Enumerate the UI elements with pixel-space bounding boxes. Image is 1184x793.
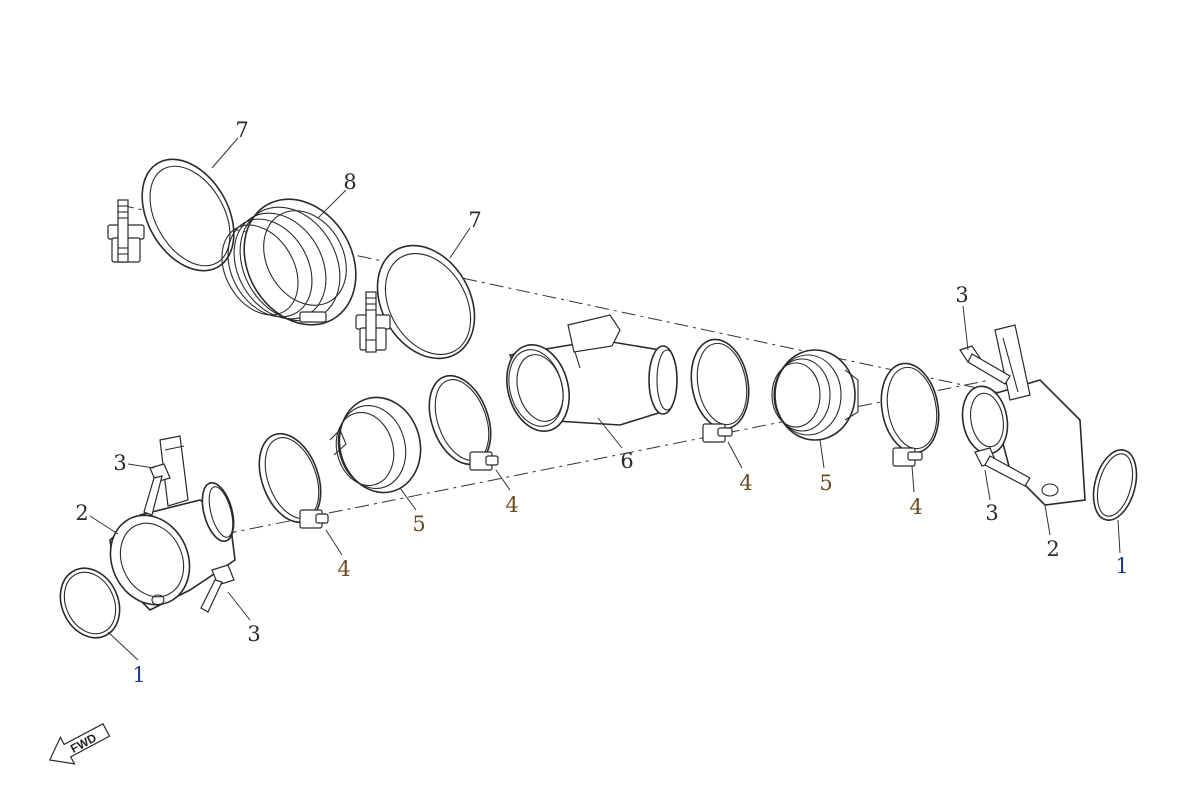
callout-8: 8 — [343, 170, 356, 194]
callout-6: 6 — [620, 449, 633, 473]
part-8-bellows-boot — [221, 198, 357, 326]
part-5-coupler-right — [771, 349, 859, 441]
callout-4-right-b: 4 — [909, 495, 922, 519]
part-2-intake-flange-left — [109, 435, 236, 611]
part-3-bolt-left-upper — [143, 463, 171, 516]
callout-4-right-a: 4 — [739, 471, 752, 495]
callout-5-left: 5 — [412, 512, 425, 536]
callout-3-left-lower: 3 — [247, 622, 260, 646]
part-4-clamp-left-b — [258, 432, 329, 529]
part-3-bolt-left-lower — [200, 564, 235, 613]
callout-3-left-upper: 3 — [113, 451, 126, 475]
callout-4-left-a: 4 — [505, 493, 518, 517]
part-6-intake-manifold — [506, 314, 678, 433]
callout-7-upper: 7 — [235, 118, 248, 142]
upper-axis-line — [119, 204, 1011, 396]
part-7-clamp-middle — [355, 244, 476, 360]
part-3-bolt-right-lower — [974, 447, 1031, 487]
part-4-clamp-left-a — [428, 374, 499, 471]
part-4-clamp-right-b — [880, 362, 940, 467]
part-7-clamp-upper-left — [107, 158, 235, 272]
part-1-gasket-left — [59, 567, 121, 639]
callout-2-right: 2 — [1046, 537, 1059, 561]
callout-4-left-b: 4 — [337, 557, 350, 581]
part-4-clamp-right-a — [690, 338, 750, 443]
callout-1-right: 1 — [1115, 554, 1128, 578]
callout-2-left: 2 — [75, 501, 88, 525]
callout-5-right: 5 — [819, 471, 832, 495]
callout-7-middle: 7 — [468, 208, 481, 232]
leader-lines — [89, 137, 1121, 661]
part-5-coupler-left — [329, 396, 422, 494]
callout-1-left: 1 — [132, 663, 145, 687]
forward-direction-arrow: FWD — [48, 722, 111, 765]
part-1-gasket-right — [1092, 449, 1138, 521]
callout-3-right-upper: 3 — [955, 283, 968, 307]
callout-3-right-lower: 3 — [985, 501, 998, 525]
